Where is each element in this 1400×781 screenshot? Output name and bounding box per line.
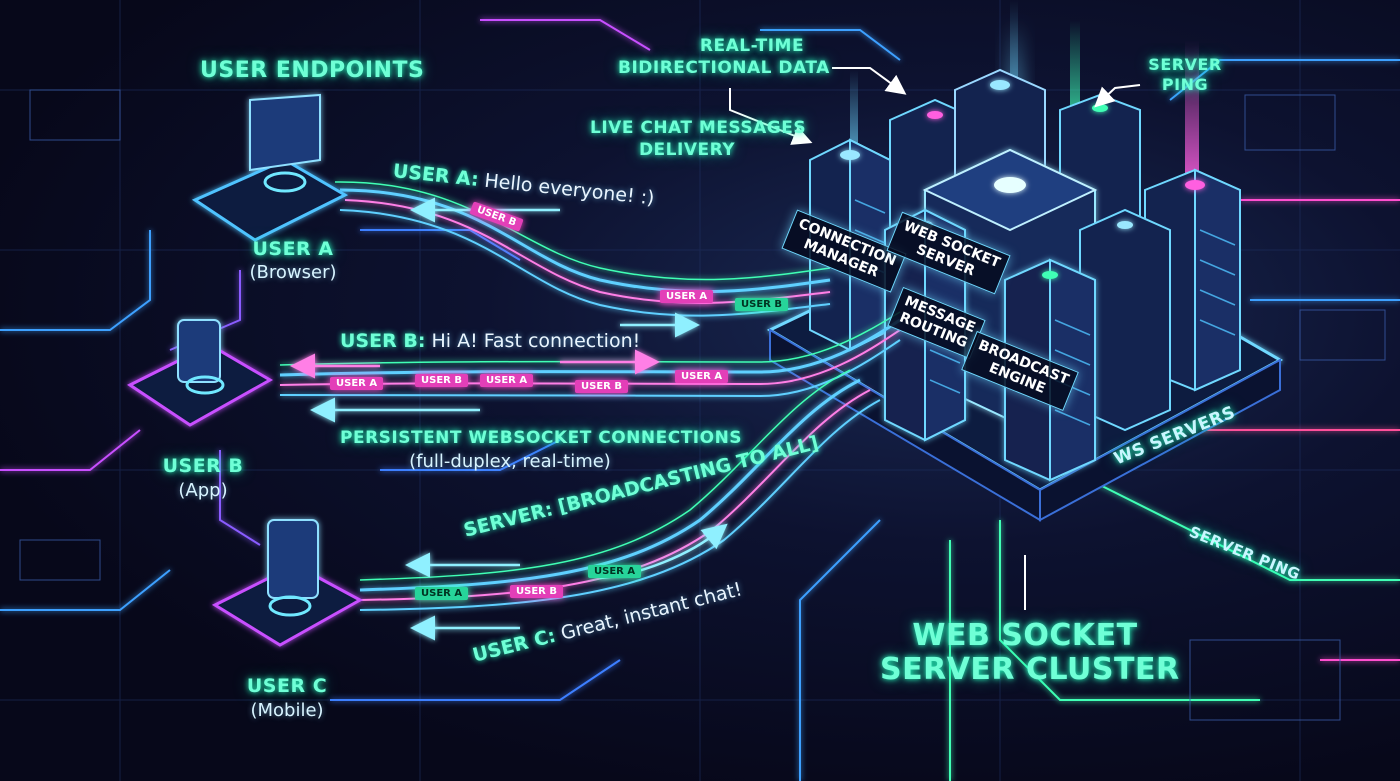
user-b-type: (App) xyxy=(178,480,228,501)
user-a-name: USER A xyxy=(252,238,334,260)
user-b-device xyxy=(127,319,274,427)
packet-tag: USER B xyxy=(415,374,468,387)
packet-tag: USER A xyxy=(480,374,534,387)
packet-tag: USER A xyxy=(415,587,469,600)
live-chat-label-line2: DELIVERY xyxy=(638,140,736,160)
message-sender: USER B: xyxy=(340,330,426,352)
user-c-device xyxy=(211,519,364,647)
user-a-type: (Browser) xyxy=(249,262,337,283)
server-ping-top-line2: PING xyxy=(1161,75,1209,94)
cluster-title-line1: WEB SOCKET xyxy=(912,618,1138,653)
user-c-name: USER C xyxy=(246,675,328,697)
packet-tag: USER B xyxy=(575,380,628,393)
live-chat-label-line1: LIVE CHAT MESSAGES xyxy=(590,118,807,138)
packet-tag: USER A xyxy=(675,370,729,383)
persistent-connections-sub: (full-duplex, real-time) xyxy=(409,451,611,472)
persistent-connections-title: PERSISTENT WEBSOCKET CONNECTIONS xyxy=(340,428,743,448)
packet-tag: USER A xyxy=(588,565,642,578)
user-endpoints-title: USER ENDPOINTS xyxy=(200,58,425,83)
server-ping-top-line1: SERVER xyxy=(1148,55,1222,74)
user-a-device xyxy=(191,93,349,242)
packet-tag: USER A xyxy=(330,377,384,390)
packet-tag: USER B xyxy=(735,298,788,311)
message-user-b: USER B: Hi A! Fast connection! xyxy=(340,330,640,352)
message-text: Hi A! Fast connection! xyxy=(431,330,641,352)
realtime-label-line1: REAL-TIME xyxy=(699,36,805,56)
packet-tag: USER B xyxy=(510,585,563,598)
user-c-type: (Mobile) xyxy=(250,700,324,721)
user-b-name: USER B xyxy=(162,455,244,477)
cluster-title-line2: SERVER CLUSTER xyxy=(880,652,1180,687)
realtime-label-line2: BIDIRECTIONAL DATA xyxy=(618,58,830,78)
packet-tag: USER A xyxy=(660,290,714,303)
